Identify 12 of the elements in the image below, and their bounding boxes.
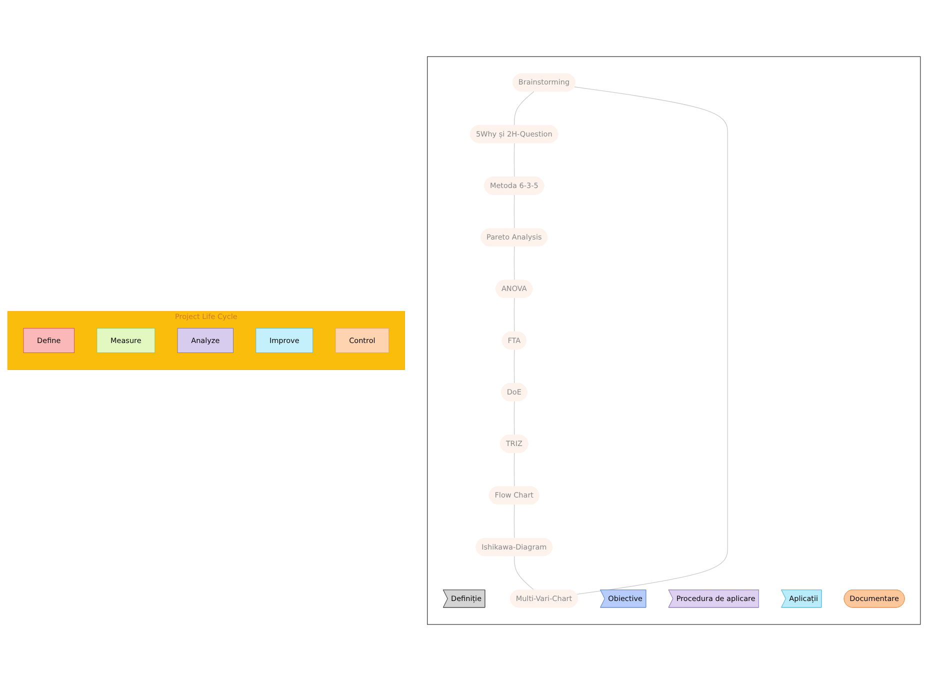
connector <box>574 87 728 596</box>
connector <box>514 556 534 591</box>
connector <box>514 143 515 178</box>
connector <box>514 92 534 126</box>
connector <box>514 246 515 282</box>
connector <box>514 452 515 488</box>
connector <box>514 401 515 436</box>
cluster <box>427 56 921 626</box>
connector <box>514 350 515 384</box>
connector <box>514 298 515 333</box>
connector <box>514 504 515 540</box>
connector <box>514 194 515 230</box>
